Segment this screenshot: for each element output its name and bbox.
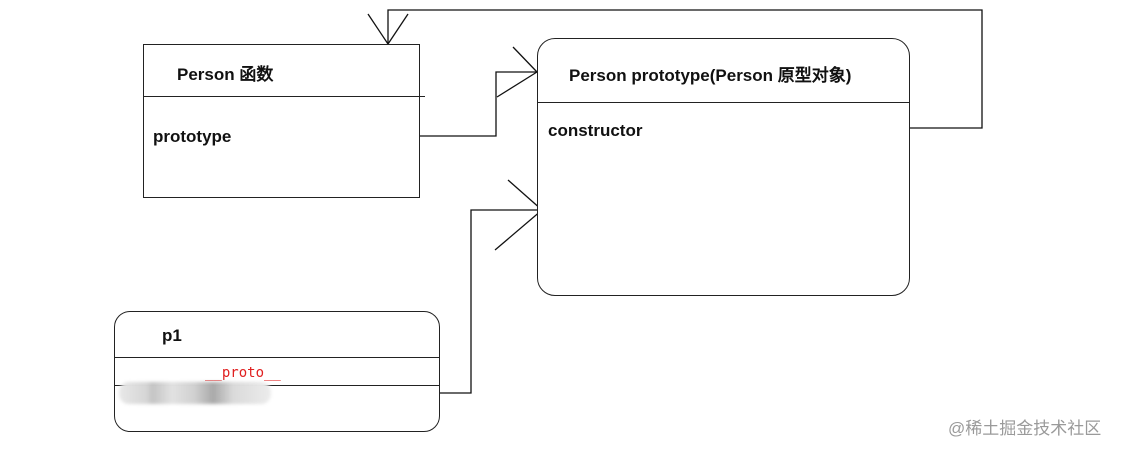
divider [144, 96, 425, 97]
proto-field: __proto__ [205, 365, 281, 381]
watermark: @稀土掘金技术社区 [948, 419, 1102, 438]
arrowhead-upper-stroke [512, 46, 538, 73]
person-prototype-box: Person prototype(Person 原型对象) constructo… [537, 38, 910, 296]
person-prototype-title: Person prototype(Person 原型对象) [569, 66, 852, 85]
person-function-title: Person 函数 [177, 65, 274, 84]
divider [115, 357, 439, 358]
arrowhead-right-stroke [387, 13, 409, 45]
divider [538, 102, 909, 103]
arrowhead-lower-stroke [496, 71, 538, 98]
prototype-field: prototype [153, 127, 232, 146]
divider [115, 385, 439, 386]
p1-title: p1 [162, 326, 182, 345]
p1-instance-box: p1 __proto__ [114, 311, 440, 432]
arrowhead-left-stroke [367, 13, 389, 45]
arrowhead-lower-stroke [494, 209, 543, 251]
arrowhead-upper-stroke [507, 179, 543, 211]
blurred-region [119, 382, 271, 404]
constructor-field: constructor [548, 121, 643, 140]
person-function-box: Person 函数 prototype [143, 44, 425, 198]
